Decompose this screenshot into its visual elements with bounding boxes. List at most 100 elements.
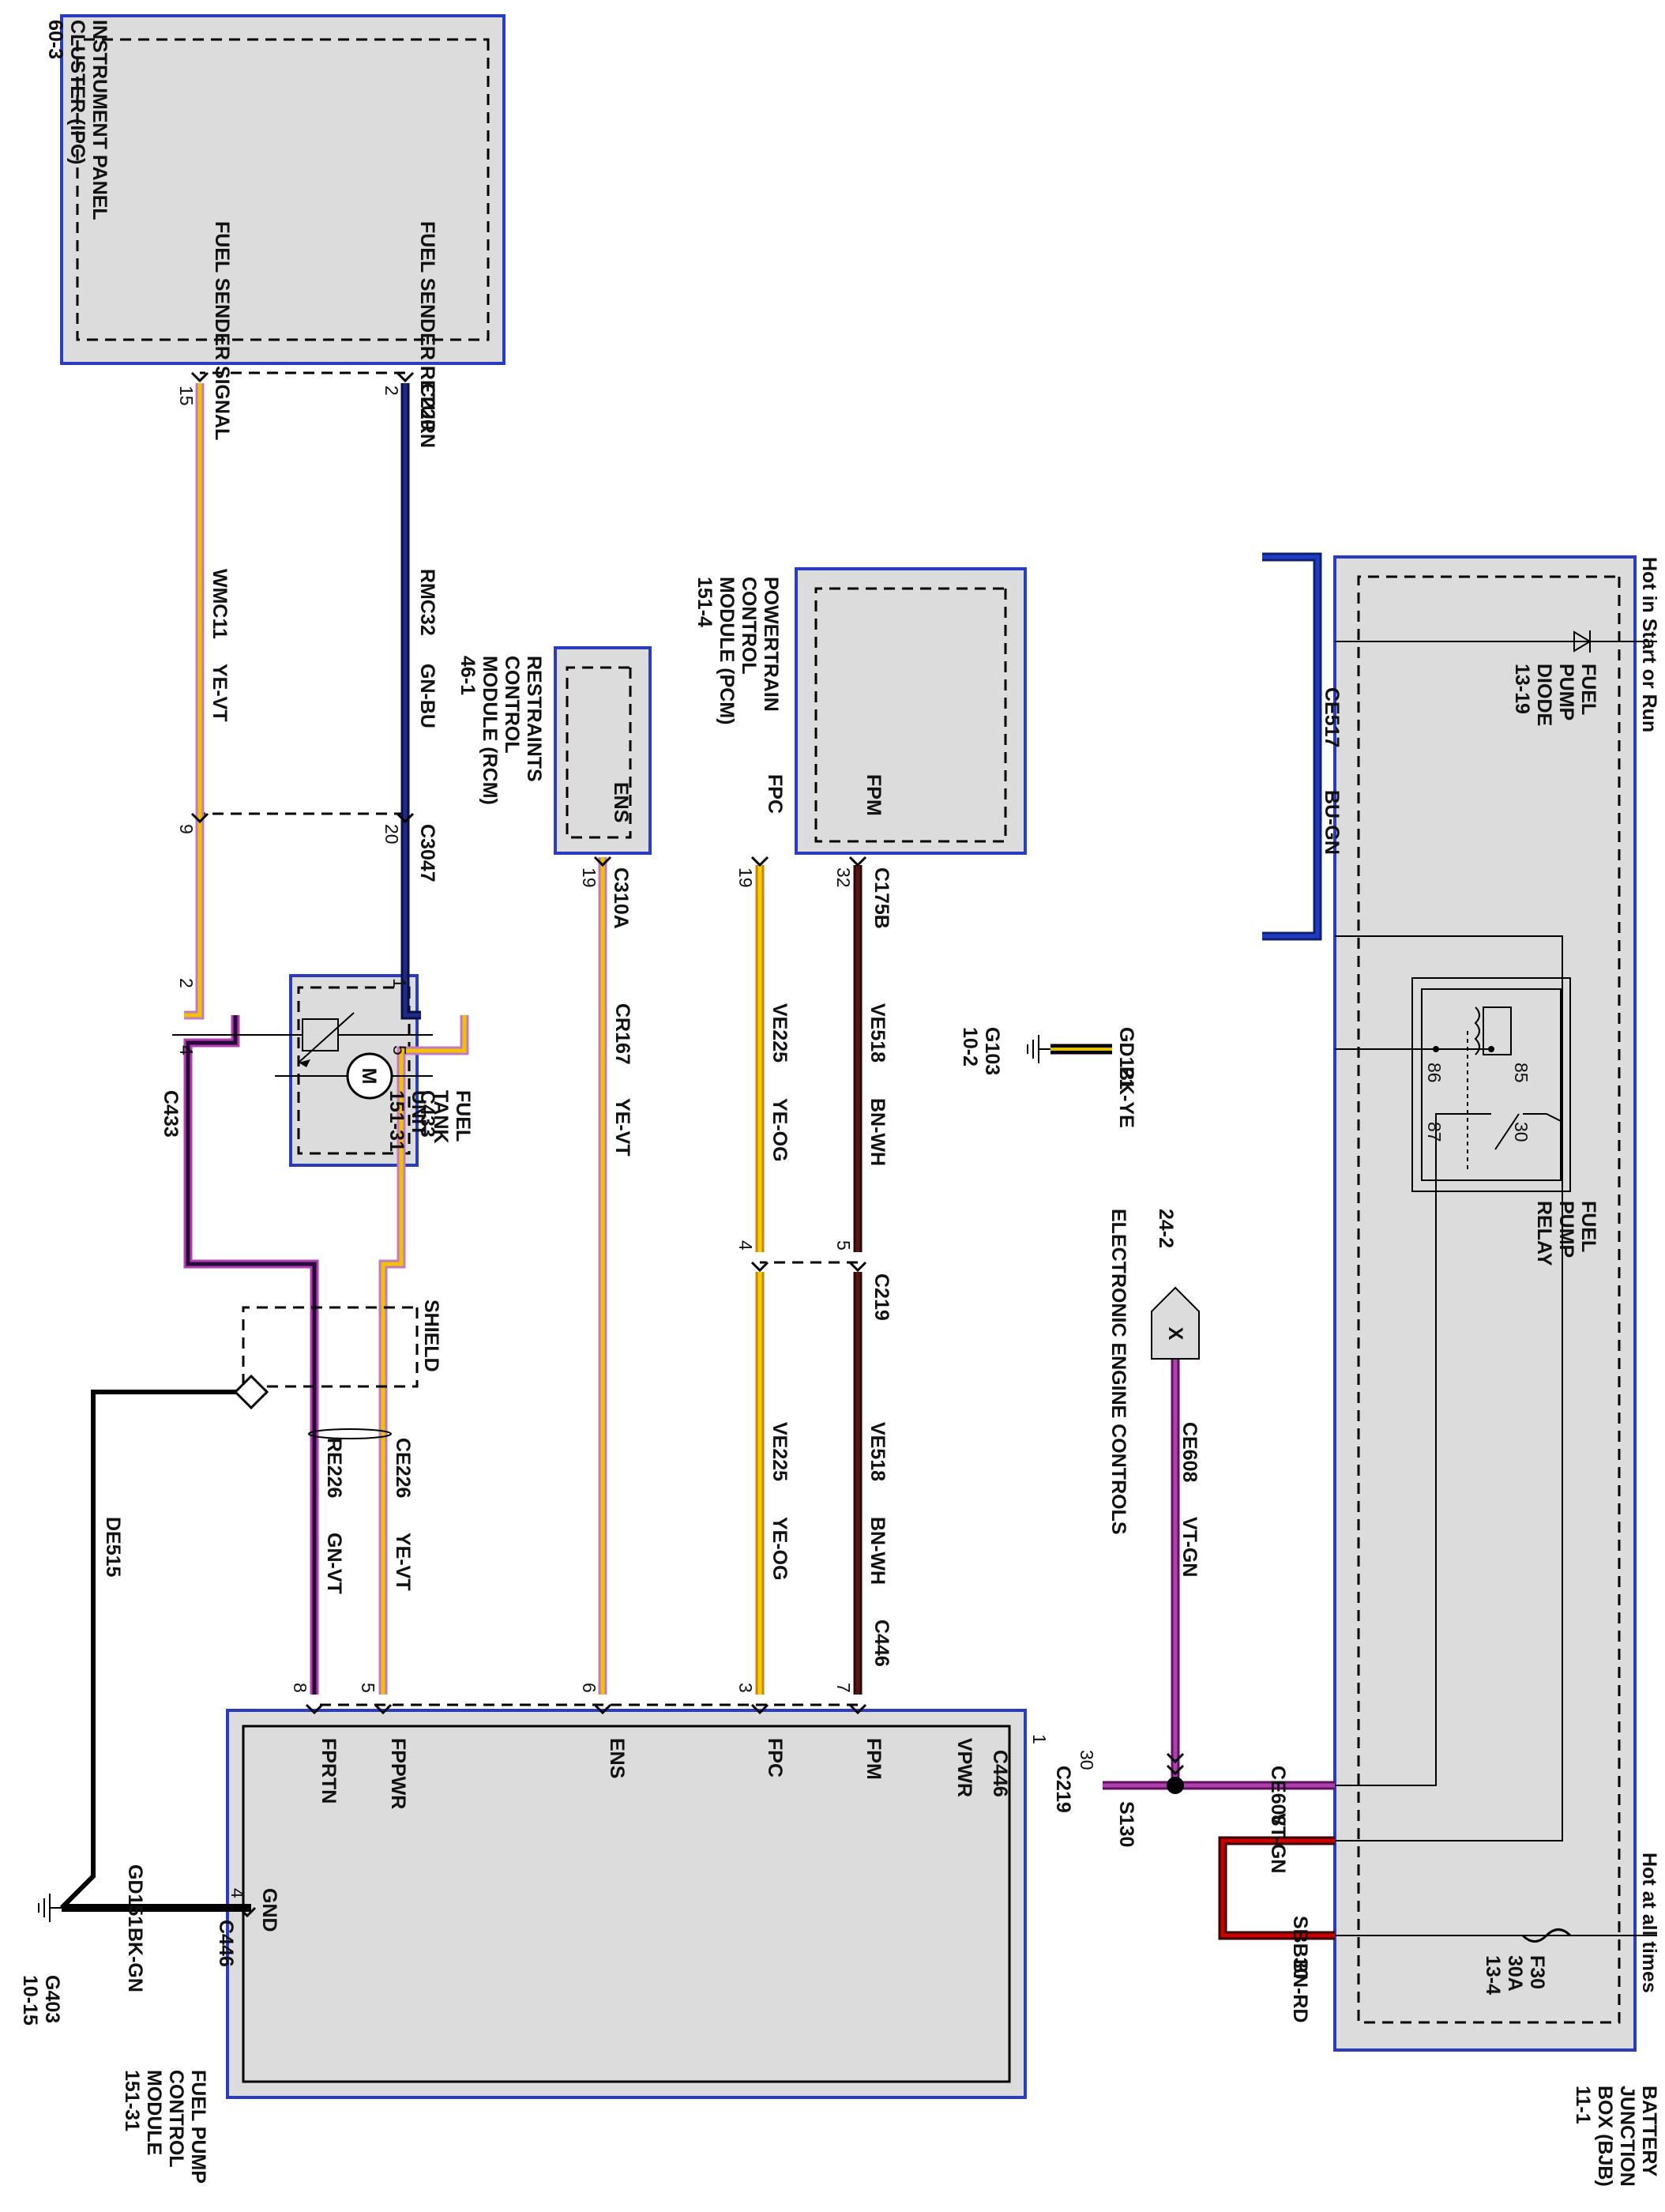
wire-ve518b-circuit: VE518 xyxy=(866,1422,889,1481)
wire-de515-circuit: DE515 xyxy=(102,1517,124,1578)
eec-ref: 24-2 xyxy=(1155,1209,1177,1248)
connector-c446: C446 xyxy=(870,1620,893,1667)
wire-sbb30-color: BN-RD xyxy=(1289,1959,1311,2023)
fpcm-label-line4: 151-31 xyxy=(121,2070,143,2131)
ftu-label-line2: TANK xyxy=(430,1090,452,1144)
pin-c433-4: 4 xyxy=(176,1045,197,1055)
wire-sbb30-circuit: SBB30 xyxy=(1289,1916,1311,1980)
pin-c3047-wmc: 9 xyxy=(176,824,197,834)
wire-ve518a-color: BN-WH xyxy=(866,1098,889,1166)
fpcm-pin-fppwr: FPPWR xyxy=(387,1738,409,1809)
wire-rmc32-color: GN-BU xyxy=(416,664,438,728)
wire-ce517-circuit: CE517 xyxy=(1321,687,1343,747)
wire-ve225b-color: YE-OG xyxy=(769,1517,791,1581)
wire-de515 xyxy=(59,1390,267,1910)
wire-ce226-inner xyxy=(381,1015,467,1695)
eec-symbol-label: X xyxy=(1164,1327,1186,1341)
fuel-pump-diode xyxy=(1573,630,1592,653)
pin-c220-fss: 15 xyxy=(176,386,197,406)
ftu-label-line4: 151-31 xyxy=(385,1090,408,1152)
bjb-label-line4: 11-1 xyxy=(1572,2086,1594,2124)
connector-c310a: C310A xyxy=(610,867,632,929)
wire-ce608b-circuit: CE608 xyxy=(1267,1766,1289,1826)
relay-pin-86: 86 xyxy=(1424,1063,1445,1083)
connector-c433-bot: C433 xyxy=(160,1090,182,1138)
wire-sbb30-inner xyxy=(1220,1838,1335,1938)
fuel-pump-relay xyxy=(1411,977,1571,1192)
pin-c446-vpwr: 1 xyxy=(1029,1734,1050,1744)
fpcm-module xyxy=(226,1709,1027,2099)
wire-ve225a-color: YE-OG xyxy=(769,1098,791,1162)
pin-c310a: 19 xyxy=(579,867,599,888)
bjb-hot-run: Hot in Start or Run xyxy=(1638,557,1660,732)
pin-c446-gnd: 4 xyxy=(227,1888,248,1898)
pcm-label-line4: 151-4 xyxy=(693,577,716,627)
relay-label-line1: FUEL xyxy=(1577,1201,1599,1252)
bjb-label-line3: BOX (BJB) xyxy=(1594,2086,1616,2187)
wire-cr167-color: YE-VT xyxy=(611,1098,633,1157)
g103-line1: G103 xyxy=(981,1027,1003,1075)
wire-re226-color: GN-VT xyxy=(323,1533,345,1594)
pcm-module xyxy=(795,567,1027,855)
rcm-pin-ens: ENS xyxy=(610,782,632,822)
wire-ce608b-color: VT-GN xyxy=(1267,1813,1289,1873)
wire-re226-inner xyxy=(186,1015,317,1695)
bjb-label-line2: JUNCTION xyxy=(1616,2086,1638,2187)
fpcm-pin-vpwr: VPWR xyxy=(953,1738,975,1797)
fpcm-label-line3: MODULE xyxy=(143,2070,165,2155)
connector-c219-vpwr: C219 xyxy=(1052,1766,1074,1813)
ground-g403 xyxy=(38,1894,62,1922)
wire-gd151-color: BK-GN xyxy=(124,1928,146,1992)
connector-c446-vpwr: C446 xyxy=(989,1750,1011,1797)
fuse-f30 xyxy=(1521,1928,1572,1943)
wire-wmc11-inner xyxy=(184,383,202,1018)
cable-shield xyxy=(233,1306,419,1439)
wire-ce226-color: YE-VT xyxy=(392,1533,414,1591)
connector-c220: C220 xyxy=(416,383,438,431)
connector-c219: C219 xyxy=(870,1273,893,1321)
ftu-label-line1: FUEL xyxy=(452,1090,474,1142)
wire-ce517-color: BU-GN xyxy=(1321,790,1343,855)
wire-gd121-circuit: GD121 xyxy=(1115,1027,1137,1089)
fpcm-label-line1: FUEL PUMP xyxy=(187,2070,209,2184)
wire-ve518b-color: BN-WH xyxy=(866,1517,889,1585)
ftu-label-line3: UNIT xyxy=(408,1090,430,1136)
diode-label-line3: DIODE xyxy=(1533,664,1555,726)
pin-c446-fpm: 7 xyxy=(833,1683,854,1693)
pin-c219-fpm: 5 xyxy=(833,1240,854,1251)
connector-c446-gnd: C446 xyxy=(215,1920,237,1967)
ipc-pin-fss: FUEL SENDER SIGNAL xyxy=(211,221,233,440)
diode-label-line4: 13-19 xyxy=(1511,664,1533,714)
wire-gd121-color: BK-YE xyxy=(1115,1066,1137,1128)
fpcm-pin-gnd: GND xyxy=(258,1888,280,1932)
bjb-label-line1: BATTERY xyxy=(1638,2086,1660,2177)
fuel-tank-unit-internals: M xyxy=(172,1012,433,1100)
relay-pin-30: 30 xyxy=(1511,1122,1532,1142)
pcm-label-line2: CONTROL xyxy=(738,577,760,675)
pin-c219-vpwr: 30 xyxy=(1077,1750,1097,1770)
wire-ce517-outer xyxy=(1262,552,1322,941)
bjb-module xyxy=(1333,555,1637,2052)
pcm-label-line3: MODULE (PCM) xyxy=(716,577,738,724)
g103-line2: 10-2 xyxy=(959,1027,981,1066)
motor-symbol: M xyxy=(358,1068,380,1085)
fpcm-pin-ens: ENS xyxy=(606,1738,628,1778)
fpcm-pin-fprtn: FPRTN xyxy=(318,1738,340,1804)
pin-c175b-fpm: 32 xyxy=(833,867,854,888)
eec-connector-symbol: X xyxy=(1151,1286,1200,1360)
pin-c446-ens: 6 xyxy=(579,1683,599,1693)
g403-line1: G403 xyxy=(41,1975,63,2023)
pin-c175b-fpc: 19 xyxy=(735,867,756,888)
eec-label: ELECTRONIC ENGINE CONTROLS xyxy=(1107,1209,1129,1535)
wire-ve225a-circuit: VE225 xyxy=(769,1003,791,1063)
pcm-pin-fpc: FPC xyxy=(764,774,786,814)
ipc-pin-fsr: FUEL SENDER RETURN xyxy=(416,221,438,448)
wire-gd151-circuit: GD151 xyxy=(124,1864,146,1927)
wire-ve225b-circuit: VE225 xyxy=(769,1422,791,1481)
pin-c433-1: 1 xyxy=(389,978,410,988)
fpcm-label-line2: CONTROL xyxy=(165,2070,187,2168)
wire-ce608a-circuit: CE608 xyxy=(1178,1422,1201,1483)
ipc-module xyxy=(60,14,506,365)
splice-s130 xyxy=(1167,1777,1184,1794)
bjb-internal-wiring xyxy=(1335,641,1657,1936)
